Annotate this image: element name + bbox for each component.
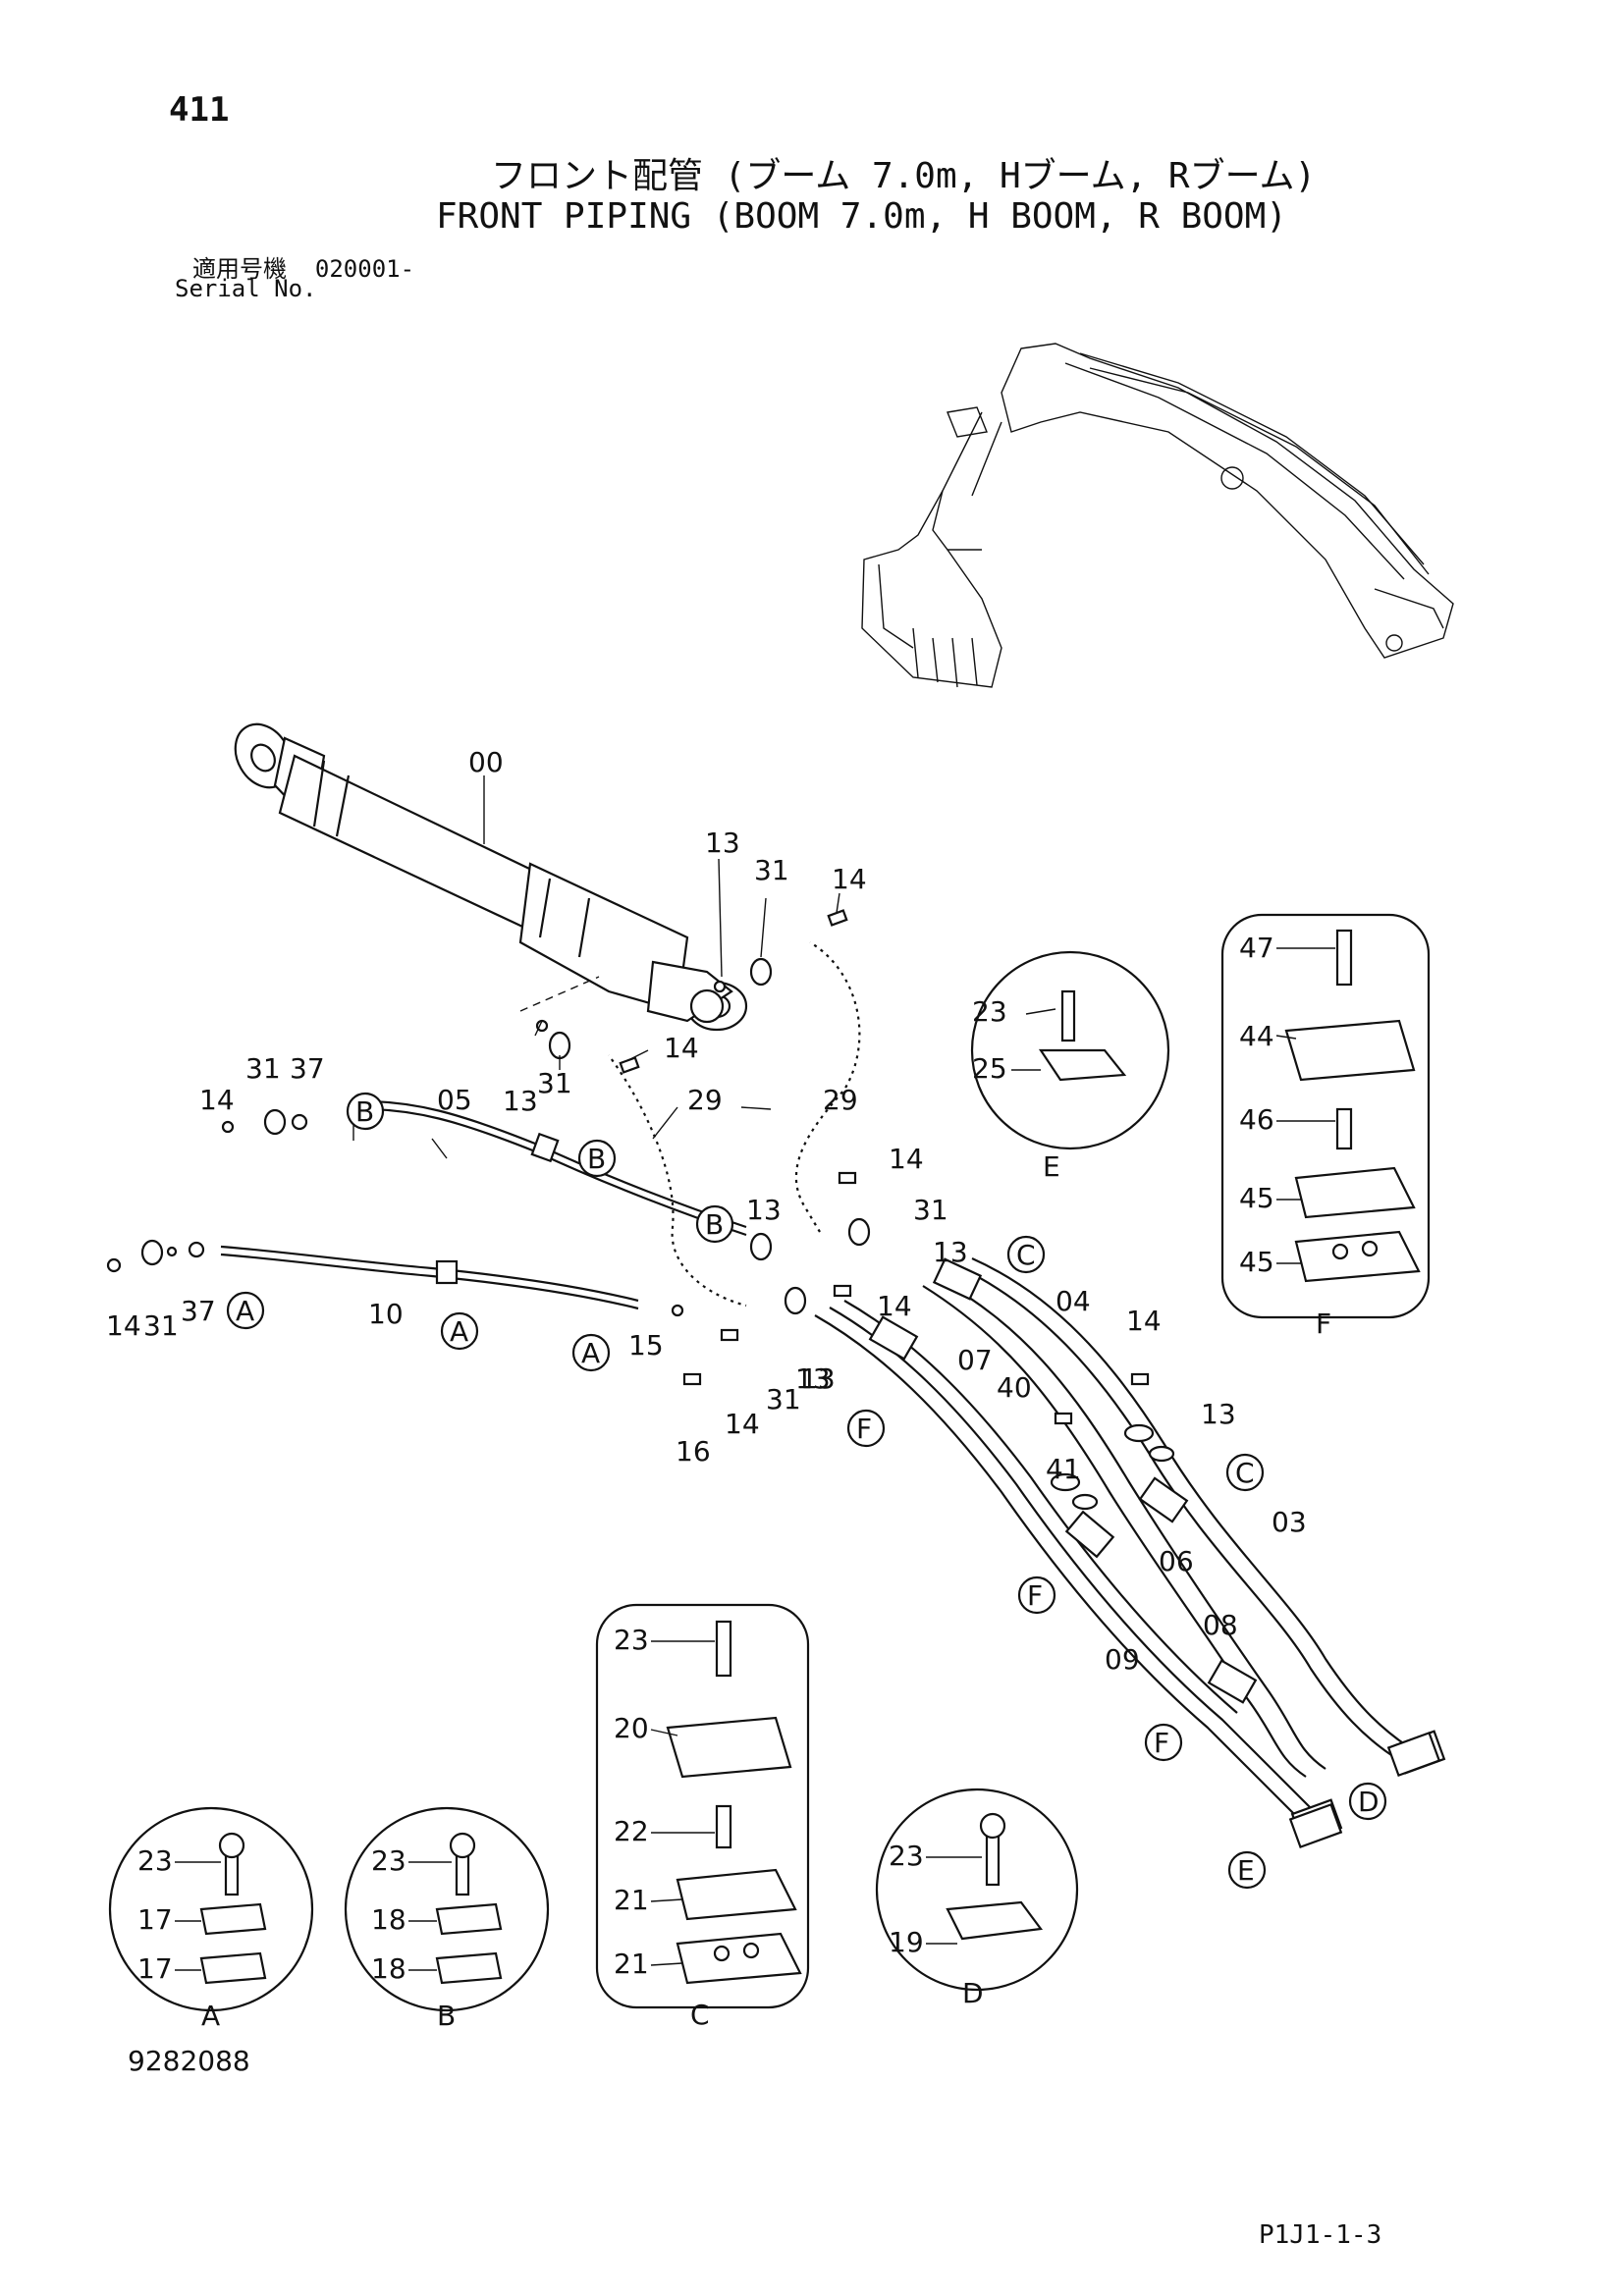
detail-f-part-45: 45 [1239, 1246, 1274, 1278]
callout-31: 31 [766, 1383, 801, 1415]
detail-b-part-18: 18 [371, 1903, 406, 1936]
detail-a-label: A [201, 2000, 220, 2032]
detail-f-part-46: 46 [1239, 1103, 1274, 1136]
callout-14: 14 [1126, 1305, 1162, 1337]
callout-06: 06 [1159, 1545, 1194, 1577]
detail-c: 23 20 22 21 21 C [595, 1603, 810, 2031]
callout-08: 08 [1203, 1609, 1238, 1641]
detail-e: 23 25 E [970, 950, 1170, 1183]
detail-a: 23 17 17 A [108, 1806, 314, 2032]
boom-cylinder [234, 722, 748, 1032]
marker-d: D [1358, 1786, 1380, 1818]
callout-31: 31 [143, 1309, 179, 1342]
detail-e-part-25: 25 [972, 1052, 1007, 1085]
serial-label-english: Serial No. [175, 275, 317, 302]
marker-e: E [1237, 1854, 1255, 1887]
marker-b: B [355, 1095, 374, 1128]
callout-03: 03 [1272, 1506, 1307, 1538]
title-english: FRONT PIPING (BOOM 7.0m, H BOOM, R BOOM) [436, 196, 1287, 237]
callout-13: 13 [1201, 1398, 1236, 1430]
callout-00: 00 [468, 746, 504, 778]
callout-40: 40 [997, 1371, 1032, 1404]
hoses [606, 939, 863, 1309]
detail-e-part-23: 23 [972, 995, 1007, 1028]
callout-41: 41 [1046, 1453, 1081, 1485]
detail-f-label: F [1316, 1308, 1331, 1340]
callout-10: 10 [368, 1298, 404, 1330]
callout-13: 13 [795, 1362, 831, 1395]
page-reference: P1J1-1-3 [1259, 2220, 1382, 2250]
detail-b-part-23: 23 [371, 1844, 406, 1877]
detail-d-label: D [962, 1977, 984, 2009]
detail-b-part-18: 18 [371, 1952, 406, 1985]
title-japanese: フロント配管 (ブーム 7.0m, Hブーム, Rブーム) [491, 156, 1317, 196]
detail-f: 47 44 46 45 45 F [1220, 913, 1431, 1340]
machine-overview-sketch [861, 343, 1454, 688]
detail-a-part-17: 17 [137, 1952, 173, 1985]
marker-a: A [236, 1295, 254, 1327]
callout-37: 37 [290, 1052, 325, 1085]
callout-31: 31 [754, 854, 789, 886]
detail-f-part-45: 45 [1239, 1182, 1274, 1214]
callout-13: 13 [746, 1194, 782, 1226]
detail-b-label: B [437, 2000, 456, 2032]
detail-c-label: C [690, 1999, 710, 2031]
callout-16: 16 [676, 1435, 711, 1468]
callout-13: 13 [800, 1362, 836, 1395]
callout-29: 29 [823, 1084, 858, 1116]
callout-09: 09 [1105, 1643, 1140, 1676]
marker-f: F [1027, 1579, 1043, 1612]
callout-31: 31 [537, 1067, 572, 1099]
serial-label-japanese: 適用号機 020001- [192, 255, 415, 283]
marker-f: F [1154, 1727, 1169, 1759]
callout-numbers: 00 13 31 14 14 13 31 14 31 37 05 29 29 1… [106, 746, 1307, 1676]
callout-15: 15 [628, 1329, 664, 1362]
end-fittings [1288, 1731, 1441, 1849]
callout-14: 14 [664, 1032, 699, 1064]
detail-f-part-47: 47 [1239, 932, 1274, 964]
callout-13: 13 [933, 1236, 968, 1268]
callout-29: 29 [687, 1084, 723, 1116]
callout-14: 14 [832, 863, 867, 895]
detail-a-part-23: 23 [137, 1844, 173, 1877]
section-markers: B B B A A A C C F F F D E [226, 1092, 1387, 1890]
marker-b: B [587, 1143, 606, 1175]
callout-31: 31 [245, 1052, 281, 1085]
pipes [220, 1099, 1410, 1817]
detail-c-part-20: 20 [614, 1712, 649, 1744]
detail-c-part-23: 23 [614, 1624, 649, 1656]
marker-c: C [1016, 1239, 1036, 1271]
detail-c-part-22: 22 [614, 1815, 649, 1847]
marker-c: C [1235, 1457, 1255, 1489]
callout-14: 14 [877, 1290, 912, 1322]
marker-f: F [856, 1413, 872, 1445]
fittings [106, 909, 1175, 1511]
detail-d-part-23: 23 [889, 1840, 924, 1872]
callout-04: 04 [1056, 1285, 1091, 1317]
callout-37: 37 [181, 1295, 216, 1327]
callout-14: 14 [199, 1084, 235, 1116]
detail-f-part-44: 44 [1239, 1020, 1274, 1052]
detail-e-label: E [1043, 1150, 1060, 1183]
callout-14: 14 [725, 1408, 760, 1440]
detail-d-part-19: 19 [889, 1926, 924, 1958]
detail-d: 23 19 D [875, 1788, 1079, 2009]
callout-14: 14 [889, 1143, 924, 1175]
document-number: 9282088 [128, 2045, 250, 2077]
callout-13: 13 [705, 827, 740, 859]
callout-31: 31 [913, 1194, 948, 1226]
callout-14: 14 [106, 1309, 141, 1342]
detail-a-part-17: 17 [137, 1903, 173, 1936]
detail-b: 23 18 18 B [344, 1806, 550, 2032]
detail-c-part-21: 21 [614, 1948, 649, 1980]
page-number: 411 [169, 90, 230, 130]
callout-13: 13 [503, 1085, 538, 1117]
marker-a: A [450, 1315, 468, 1348]
callout-05: 05 [437, 1084, 472, 1116]
detail-c-part-21: 21 [614, 1884, 649, 1916]
marker-b: B [705, 1208, 724, 1241]
callout-07: 07 [957, 1344, 993, 1376]
marker-a: A [581, 1337, 600, 1369]
